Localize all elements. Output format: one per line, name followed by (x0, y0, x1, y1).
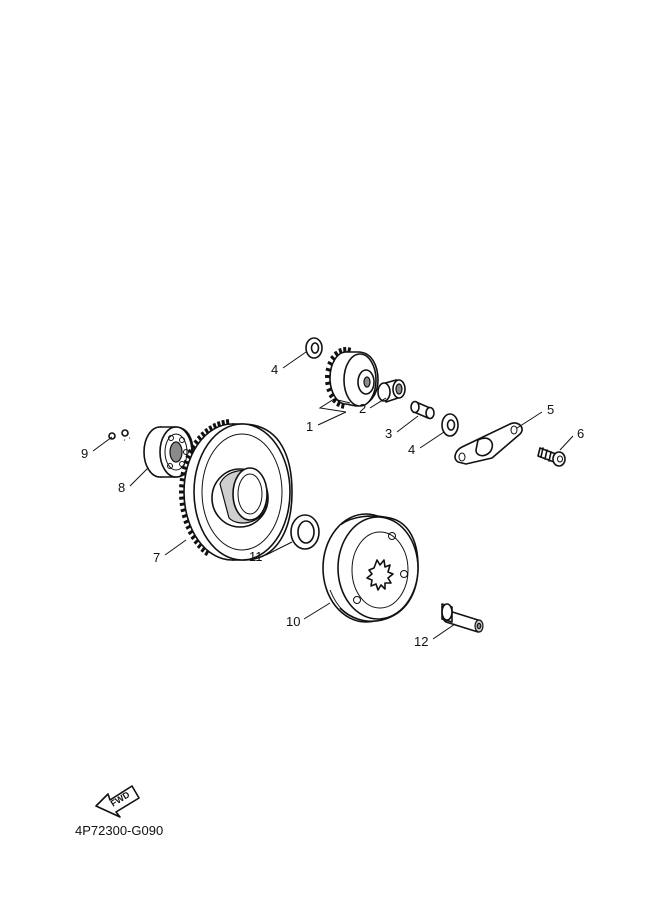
gear-tooth (185, 524, 192, 530)
bolt-part (537, 447, 566, 467)
idle-gear-part (324, 346, 379, 409)
gear-tooth (325, 381, 331, 386)
callout-4-upper: 4 (271, 362, 278, 377)
washer-4-upper-part (305, 337, 323, 359)
gear-tooth (193, 439, 200, 445)
gear-tooth (221, 419, 226, 426)
shaft-part (441, 603, 484, 633)
gear-tooth (181, 465, 188, 471)
gear-tooth (340, 403, 345, 409)
callout-2: 2 (359, 401, 366, 416)
gear-tooth (183, 459, 190, 465)
gear-tooth (326, 387, 333, 393)
drawing-code: 4P72300-G090 (75, 823, 164, 838)
washer-4-lower-part (441, 413, 459, 437)
gear-tooth (338, 348, 343, 354)
gear-tooth (204, 550, 210, 556)
gear-tooth (180, 508, 187, 513)
gear-tooth (327, 360, 334, 366)
gear-tooth (179, 502, 185, 507)
gear-tooth (190, 534, 197, 541)
leader-lines (92, 351, 574, 640)
gear-tooth (187, 529, 194, 536)
gear-tooth (179, 477, 185, 482)
gear-tooth (185, 454, 192, 460)
pin-part (410, 400, 435, 420)
gear-tooth (181, 513, 188, 519)
fwd-arrow-icon: FWD (95, 785, 140, 818)
gear-tooth (212, 422, 217, 429)
gear-tooth (204, 428, 210, 434)
callout-7: 7 (153, 550, 160, 565)
gear-tooth (336, 401, 341, 407)
gear-tooth (208, 425, 214, 432)
gear-tooth (180, 471, 187, 476)
gear-tooth (200, 431, 206, 438)
starter-wheel-gear-part (179, 419, 293, 561)
gear-tooth (333, 350, 339, 357)
gear-tooth (329, 355, 336, 361)
callout-6: 6 (577, 426, 584, 441)
washer-11-part (290, 514, 320, 550)
plate-part (454, 422, 523, 465)
callout-4-lower: 4 (408, 442, 415, 457)
gear-tooth (328, 392, 335, 399)
gear-tooth (325, 367, 332, 372)
gear-tooth (216, 421, 222, 427)
gear-tooth (200, 546, 206, 553)
callout-12: 12 (414, 634, 428, 649)
bushing-part (377, 379, 406, 403)
circlip-part (105, 401, 145, 442)
bearing-part (143, 426, 194, 478)
gear-tooth (193, 539, 200, 545)
gear-tooth (190, 443, 197, 450)
callout-9: 9 (81, 446, 88, 461)
callout-11: 11 (249, 549, 263, 564)
callout-8: 8 (118, 480, 125, 495)
gear-tooth (196, 435, 203, 441)
callout-3: 3 (385, 426, 392, 441)
gear-tooth (196, 543, 203, 549)
callout-10: 10 (286, 614, 300, 629)
starter-clutch-part (322, 513, 419, 623)
callout-1: 1 (306, 419, 313, 434)
gear-tooth (183, 519, 190, 525)
callout-5: 5 (547, 402, 554, 417)
gear-tooth (187, 448, 194, 455)
